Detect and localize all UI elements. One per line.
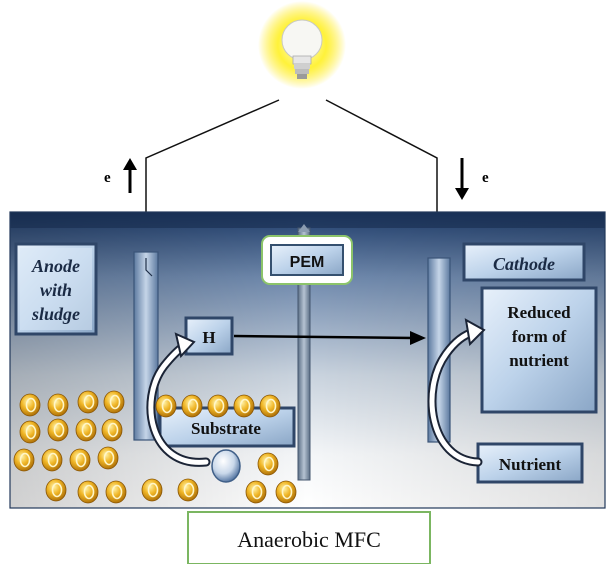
bacterium-icon [41, 448, 63, 472]
light-bulb-icon [258, 1, 346, 89]
bacterium-icon [77, 390, 99, 414]
bacterium-icon [69, 448, 91, 472]
anode-label-line-2: with [40, 280, 72, 300]
gas-bubble [211, 449, 241, 483]
bacterium-icon [257, 452, 279, 476]
bacterium-icon [177, 478, 199, 502]
diagram-caption: Anaerobic MFC [237, 527, 381, 552]
electron-label-right: e [482, 170, 489, 186]
bacterium-icon [19, 420, 41, 444]
nutrient-label: Nutrient [499, 455, 562, 474]
bacterium-icon [103, 390, 125, 414]
bacterium-icon [77, 480, 99, 504]
pem-label: PEM [290, 254, 325, 271]
oxidation-curved-arrow [146, 332, 211, 467]
reduced-label-line-3: nutrient [509, 351, 569, 370]
bacterium-icon [45, 478, 67, 502]
reduced-nutrient-box [480, 286, 598, 414]
bacterium-icon [101, 418, 123, 442]
pem-label-box [261, 235, 353, 285]
bacterium-icon [155, 394, 177, 418]
anode-label-line-1: Anode [31, 256, 80, 276]
proton-label: H [202, 328, 215, 347]
bacterium-icon [207, 394, 229, 418]
electron-flow-up-arrow [123, 158, 137, 193]
anode-label-line-3: sludge [31, 304, 80, 324]
bacterium-icon [275, 480, 297, 504]
electron-flow-down-arrow [455, 158, 469, 200]
proton-transfer-arrow [233, 331, 426, 345]
proton-exchange-membrane [297, 224, 311, 481]
bacterium-icon [105, 480, 127, 504]
bacterium-icon [47, 418, 69, 442]
bacterium-icon [141, 478, 163, 502]
electron-label-left: e [104, 170, 111, 186]
cathode-label-box [462, 242, 586, 282]
reduced-label-line-1: Reduced [507, 303, 571, 322]
bacterium-icon [259, 394, 281, 418]
cathode-label: Cathode [493, 254, 555, 274]
reduction-curved-arrow [427, 318, 486, 467]
bacterium-icon [97, 446, 119, 470]
bacterium-icon [19, 393, 41, 417]
proton-box [184, 316, 234, 356]
bacterium-icon [47, 393, 69, 417]
bacterium-icon [181, 394, 203, 418]
bacterium-icon [13, 448, 35, 472]
bacteria-cluster [13, 390, 297, 504]
caption-box [187, 511, 431, 564]
bacterium-icon [233, 394, 255, 418]
bacterium-icon [75, 418, 97, 442]
substrate-label: Substrate [191, 419, 261, 438]
anode-label-box [14, 242, 98, 336]
reduced-label-line-2: form of [512, 327, 567, 346]
bacterium-icon [245, 480, 267, 504]
